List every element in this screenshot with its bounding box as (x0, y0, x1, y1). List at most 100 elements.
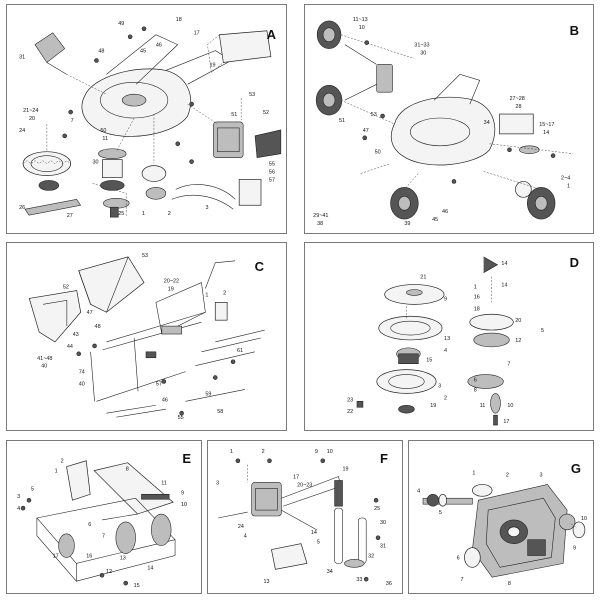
svg-text:5: 5 (541, 328, 544, 334)
svg-text:22: 22 (347, 409, 353, 415)
svg-text:7: 7 (71, 118, 74, 124)
svg-text:17: 17 (293, 475, 299, 481)
svg-text:53: 53 (249, 92, 255, 98)
panel-a: 18 17 49 48 45 46 31 19 21~24 20 53 50 5… (6, 4, 287, 234)
svg-text:10: 10 (359, 25, 365, 31)
gearbox-f (251, 476, 343, 531)
svg-text:2: 2 (223, 290, 226, 296)
panel-a-drawing: 18 17 49 48 45 46 31 19 21~24 20 53 50 5… (19, 17, 282, 219)
svg-text:18: 18 (176, 17, 182, 23)
drive-belt-f (334, 507, 367, 568)
svg-text:29~41: 29~41 (313, 213, 328, 219)
svg-text:51: 51 (231, 112, 237, 118)
svg-text:4: 4 (244, 534, 247, 540)
svg-text:25: 25 (118, 211, 124, 217)
panel-b-letter: B (569, 23, 579, 38)
svg-text:1: 1 (230, 449, 233, 455)
panel-g: 1 2 3 4 5 6 7 8 9 10 G (408, 440, 594, 594)
svg-text:39: 39 (404, 221, 410, 227)
panel-e-letter: E (182, 451, 191, 466)
svg-text:6: 6 (474, 378, 477, 384)
panel-f-letter: F (380, 451, 388, 466)
small-hardware-c (76, 343, 236, 416)
svg-text:5: 5 (317, 540, 320, 546)
blade-disc (22, 151, 82, 216)
svg-text:7: 7 (102, 534, 105, 540)
svg-text:33: 33 (356, 577, 362, 583)
svg-text:2: 2 (61, 459, 64, 465)
svg-text:13: 13 (264, 579, 270, 585)
svg-text:3: 3 (539, 473, 542, 479)
svg-text:3: 3 (438, 383, 441, 389)
svg-text:9: 9 (573, 546, 576, 552)
svg-text:26: 26 (19, 205, 25, 211)
svg-text:1: 1 (474, 285, 477, 291)
svg-text:59: 59 (205, 391, 211, 397)
svg-text:31~33: 31~33 (414, 43, 429, 49)
svg-text:74: 74 (79, 370, 85, 376)
svg-text:4: 4 (444, 348, 447, 354)
svg-text:5: 5 (439, 510, 442, 516)
mower-deck (81, 34, 232, 137)
svg-text:53: 53 (371, 112, 377, 118)
svg-text:34: 34 (327, 569, 333, 575)
small-hardware-e (20, 497, 128, 586)
svg-text:10: 10 (327, 449, 333, 455)
svg-text:9: 9 (181, 490, 184, 496)
panel-c-letter: C (254, 259, 264, 274)
svg-text:16: 16 (474, 294, 480, 300)
panel-b: 11~13 10 31~33 30 27~28 28 15~17 14 2~4 … (304, 4, 594, 234)
svg-text:30: 30 (92, 160, 98, 166)
callout-numbers-f: 1 2 3 9 10 17 20~23 19 24 4 5 14 13 25 3… (216, 449, 392, 587)
bracket-f (218, 464, 308, 570)
svg-text:25: 25 (374, 506, 380, 512)
svg-text:56: 56 (269, 170, 275, 176)
clutch-plates (376, 284, 445, 414)
grass-collector (207, 30, 272, 73)
svg-text:2: 2 (506, 473, 509, 479)
svg-text:48: 48 (98, 49, 104, 55)
svg-text:1: 1 (205, 292, 208, 298)
svg-text:6: 6 (88, 522, 91, 528)
svg-text:20~23: 20~23 (297, 482, 312, 488)
right-clutch-parts (356, 256, 514, 426)
svg-text:40: 40 (79, 381, 85, 387)
drive-components (344, 44, 540, 154)
rear-shield (36, 460, 176, 582)
handle-frame-c (90, 260, 236, 402)
panel-g-drawing: 1 2 3 4 5 6 7 8 9 10 (417, 471, 587, 588)
svg-text:40: 40 (41, 364, 47, 370)
small-hardware-b (362, 40, 556, 184)
svg-text:27~28: 27~28 (509, 96, 524, 102)
svg-text:19: 19 (430, 403, 436, 409)
svg-text:41~48: 41~48 (37, 356, 52, 362)
svg-text:2~4: 2~4 (561, 175, 570, 181)
svg-text:10: 10 (581, 516, 587, 522)
svg-text:14: 14 (501, 283, 507, 289)
callout-numbers-d: 21 9 14 14 1 16 18 20 5 12 13 4 15 6 7 8… (347, 261, 544, 425)
svg-text:30: 30 (420, 51, 426, 57)
svg-text:17: 17 (194, 31, 200, 37)
handle-bracket (34, 32, 67, 75)
svg-text:13: 13 (120, 555, 126, 561)
svg-text:18: 18 (474, 306, 480, 312)
svg-text:3: 3 (205, 205, 208, 211)
callout-numbers-b: 11~13 10 31~33 30 27~28 28 15~17 14 2~4 … (313, 17, 570, 227)
callout-numbers-e: 1 2 3 4 5 6 7 8 9 10 11 12 13 14 15 16 1… (17, 459, 187, 589)
svg-text:30: 30 (380, 520, 386, 526)
callout-numbers: 18 17 49 48 45 46 31 19 21~24 20 53 50 5… (19, 17, 275, 219)
svg-text:61: 61 (237, 348, 243, 354)
svg-text:14: 14 (543, 130, 549, 136)
svg-text:46: 46 (442, 209, 448, 215)
svg-text:6: 6 (457, 555, 460, 561)
svg-text:12: 12 (515, 338, 521, 344)
panel-f: 1 2 3 9 10 17 20~23 19 24 4 5 14 13 25 3… (207, 440, 403, 594)
grass-bag-c (28, 256, 145, 343)
svg-text:1: 1 (142, 211, 145, 217)
panel-a-letter: A (266, 27, 276, 42)
svg-text:7: 7 (461, 577, 464, 583)
svg-text:14: 14 (501, 261, 507, 267)
svg-text:1: 1 (472, 471, 475, 477)
svg-text:21~24: 21~24 (23, 108, 38, 114)
svg-text:49: 49 (118, 21, 124, 27)
